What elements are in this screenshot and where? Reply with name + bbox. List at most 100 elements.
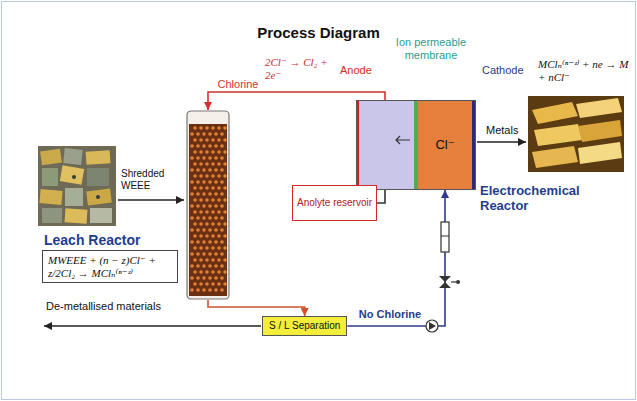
bed-particle xyxy=(220,252,224,256)
bed-particle xyxy=(223,174,227,178)
weee-photo xyxy=(63,148,82,165)
bed-particle xyxy=(199,138,203,142)
bed-particle xyxy=(214,264,218,268)
bed-particle xyxy=(193,210,197,214)
flow-meter-symbol xyxy=(441,236,449,237)
bed-particle xyxy=(217,234,221,238)
bed-particle xyxy=(199,258,203,262)
bed-particle xyxy=(205,162,209,166)
bed-particle xyxy=(190,204,194,208)
bed-particle xyxy=(208,252,212,256)
bed-particle xyxy=(205,198,209,202)
bed-particle xyxy=(196,228,200,232)
bed-particle xyxy=(199,270,203,274)
bed-particle xyxy=(208,240,212,244)
pump-symbol xyxy=(429,322,436,330)
bed-particle xyxy=(217,210,221,214)
electrode-label: Anode xyxy=(340,64,372,77)
valve-symbol xyxy=(439,276,451,288)
anode-reaction: 2Cl⁻ → Cl₂ + 2e⁻ xyxy=(265,56,329,81)
metals-photo xyxy=(532,146,578,168)
bed-particle xyxy=(208,216,212,220)
bed-particle xyxy=(208,228,212,232)
bed-particle xyxy=(211,198,215,202)
bed-particle xyxy=(202,204,206,208)
pump-symbol xyxy=(426,320,438,332)
bed-particle xyxy=(223,162,227,166)
bed-particle xyxy=(196,240,200,244)
bed-particle xyxy=(214,216,218,220)
bed-particle xyxy=(205,234,209,238)
valve-symbol xyxy=(439,276,460,288)
weee-photo xyxy=(42,208,62,223)
valve-symbol xyxy=(456,280,460,284)
bed-particle xyxy=(214,276,218,280)
bed-particle xyxy=(211,126,215,130)
bed-particle xyxy=(190,264,194,268)
bed-particle xyxy=(193,198,197,202)
bed-particle xyxy=(196,264,200,268)
bed-particle xyxy=(190,144,194,148)
bed-particle xyxy=(223,258,227,262)
bed-particle xyxy=(223,234,227,238)
bed-particle xyxy=(208,168,212,172)
bed-particle xyxy=(205,126,209,130)
bed-particle xyxy=(205,270,209,274)
bed-particle xyxy=(199,282,203,286)
bed-particle xyxy=(193,246,197,250)
bed-particle xyxy=(214,228,218,232)
bed-particle xyxy=(223,138,227,142)
bed-particle xyxy=(211,270,215,274)
bed-particle xyxy=(220,132,224,136)
weee-photo xyxy=(86,189,112,206)
bed-particle xyxy=(199,210,203,214)
electrochemical-cell: Electrochemical ReactorCl⁻ xyxy=(356,100,476,190)
bed-particle xyxy=(190,240,194,244)
bed-particle xyxy=(223,126,227,130)
catholyte-compartment: Cl⁻ xyxy=(418,100,472,190)
box-label: Anolyte reservoir xyxy=(297,197,372,209)
bed-particle xyxy=(220,168,224,172)
bed-particle xyxy=(223,186,227,190)
bed-particle xyxy=(196,156,200,160)
ion-flow-arrow xyxy=(396,136,410,144)
bed-particle xyxy=(223,246,227,250)
bed-particle xyxy=(193,258,197,262)
bed-particle xyxy=(208,288,212,292)
bed-particle xyxy=(223,270,227,274)
reactor-heading: Electrochemical Reactor xyxy=(480,184,576,214)
bed-particle xyxy=(220,228,224,232)
pump-symbol xyxy=(426,320,438,332)
bed-particle xyxy=(199,198,203,202)
bed-particle xyxy=(202,228,206,232)
bed-particle xyxy=(199,246,203,250)
bed-particle xyxy=(220,288,224,292)
separation-box: S / L Separation xyxy=(262,316,347,336)
membrane xyxy=(414,100,418,190)
bed-particle xyxy=(193,234,197,238)
bed-particle xyxy=(217,150,221,154)
bed-particle xyxy=(211,186,215,190)
bed-particle xyxy=(196,144,200,148)
metals-photo xyxy=(534,124,582,146)
bed-particle xyxy=(199,186,203,190)
bed-particle xyxy=(205,210,209,214)
weee-photo xyxy=(65,188,83,206)
bed-particle xyxy=(199,126,203,130)
metals-photo xyxy=(578,120,622,142)
bed-particle xyxy=(202,168,206,172)
bed-particle xyxy=(217,126,221,130)
bed-particle xyxy=(193,282,197,286)
bed-particle xyxy=(199,150,203,154)
bed-particle xyxy=(220,216,224,220)
bed-particle xyxy=(217,246,221,250)
flow-line xyxy=(208,300,305,316)
feed-label: Shredded WEEE xyxy=(121,168,173,191)
bed-particle xyxy=(208,276,212,280)
bed-particle xyxy=(193,162,197,166)
metals-photo xyxy=(528,96,624,172)
bed-particle xyxy=(190,276,194,280)
bed-particle xyxy=(214,156,218,160)
bed-particle xyxy=(202,276,206,280)
